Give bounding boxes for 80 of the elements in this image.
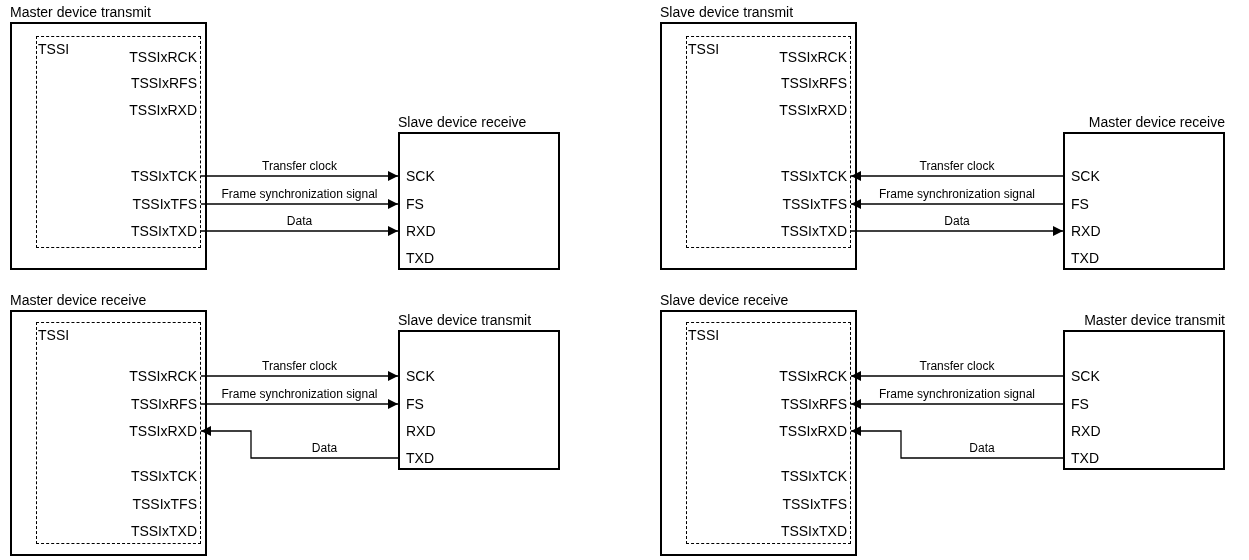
pin-label: TSSIxTCK	[86, 466, 201, 486]
arrow	[850, 399, 1064, 409]
module-box	[686, 36, 851, 248]
pin-label: TSSIxRXD	[736, 421, 851, 441]
pin-label: TSSIxRXD	[736, 100, 851, 120]
arrow	[200, 399, 399, 409]
pin-label: RXD	[398, 221, 458, 241]
arrow	[850, 371, 1064, 381]
device-title: Master device receive	[1088, 114, 1225, 130]
pin-label: RXD	[1063, 221, 1123, 241]
module-box	[36, 322, 201, 544]
pin-label: TSSIxRXD	[86, 100, 201, 120]
module-label: TSSI	[688, 41, 720, 57]
pin-label: TSSIxRXD	[86, 421, 201, 441]
pin-label: RXD	[398, 421, 458, 441]
pin-label: TXD	[1063, 448, 1123, 468]
arrow	[850, 226, 1064, 236]
arrow	[200, 426, 399, 459]
pin-label: TSSIxTFS	[86, 494, 201, 514]
pin-label: TSSIxTCK	[736, 466, 851, 486]
pin-label: FS	[398, 394, 458, 414]
edge-label: Transfer clock	[261, 160, 338, 173]
pin-label: TSSIxTXD	[736, 521, 851, 541]
pin-label: SCK	[1063, 166, 1123, 186]
pin-label: TSSIxRCK	[86, 47, 201, 67]
module-box	[686, 322, 851, 544]
pin-label: TSSIxTCK	[736, 166, 851, 186]
device-title: Master device transmit	[10, 4, 151, 20]
pin-label: TSSIxRCK	[736, 366, 851, 386]
edge-label: Data	[943, 215, 971, 228]
edge-label: Transfer clock	[918, 360, 996, 373]
pin-label: TSSIxTCK	[86, 166, 201, 186]
arrow	[200, 171, 399, 181]
module-label: TSSI	[38, 41, 70, 57]
edge-label: Data	[285, 215, 314, 228]
edge-label: Data	[310, 442, 339, 455]
pin-label: TSSIxTFS	[86, 194, 201, 214]
pin-label: FS	[398, 194, 458, 214]
pin-label: FS	[1063, 394, 1123, 414]
arrow	[850, 199, 1064, 209]
pin-label: TSSIxRCK	[736, 47, 851, 67]
pin-label: TXD	[398, 248, 458, 268]
pin-label: TSSIxTXD	[736, 221, 851, 241]
pin-label: SCK	[398, 366, 458, 386]
pin-label: TSSIxRCK	[86, 366, 201, 386]
arrow	[200, 371, 399, 381]
pin-label: TSSIxTFS	[736, 494, 851, 514]
pin-label: TSSIxRFS	[86, 73, 201, 93]
edge-label: Data	[968, 442, 996, 455]
arrow	[850, 426, 1064, 459]
pin-label: TSSIxTXD	[86, 521, 201, 541]
device-title: Slave device receive	[398, 114, 527, 130]
pin-label: TSSIxRFS	[86, 394, 201, 414]
pin-label: SCK	[398, 166, 458, 186]
device-title: Slave device transmit	[398, 312, 532, 328]
pin-label: TXD	[398, 448, 458, 468]
edge-label: Transfer clock	[918, 160, 996, 173]
device-title: Master device receive	[10, 292, 147, 308]
module-label: TSSI	[688, 327, 720, 343]
pin-label: TSSIxTXD	[86, 221, 201, 241]
edge-label: Frame synchronization signal	[877, 188, 1037, 201]
device-title: Slave device transmit	[660, 4, 794, 20]
arrow	[200, 199, 399, 209]
arrow	[850, 171, 1064, 181]
arrow	[200, 226, 399, 236]
pin-label: TSSIxTFS	[736, 194, 851, 214]
pin-label: FS	[1063, 194, 1123, 214]
edge-label: Transfer clock	[261, 360, 338, 373]
device-title: Slave device receive	[660, 292, 789, 308]
edge-label: Frame synchronization signal	[877, 388, 1037, 401]
pin-label: TXD	[1063, 248, 1123, 268]
edge-label: Frame synchronization signal	[220, 388, 379, 401]
pin-label: SCK	[1063, 366, 1123, 386]
edge-label: Frame synchronization signal	[220, 188, 379, 201]
pin-label: TSSIxRFS	[736, 73, 851, 93]
device-title: Master device transmit	[1084, 312, 1225, 328]
pin-label: TSSIxRFS	[736, 394, 851, 414]
pin-label: RXD	[1063, 421, 1123, 441]
module-box	[36, 36, 201, 248]
module-label: TSSI	[38, 327, 70, 343]
